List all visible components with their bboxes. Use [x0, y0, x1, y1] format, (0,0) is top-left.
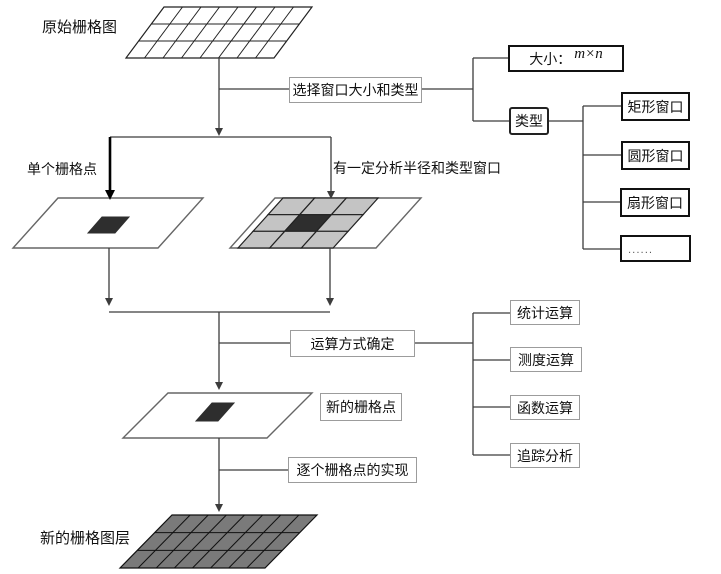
box-new-cell: 新的栅格点 — [320, 393, 402, 421]
box-measure-op: 测度运算 — [510, 347, 582, 372]
box-type: 类型 — [509, 107, 549, 135]
box-trace-op: 追踪分析 — [510, 443, 580, 468]
box-per-cell: 逐个栅格点的实现 — [288, 457, 417, 483]
label-original-raster: 原始栅格图 — [42, 18, 118, 36]
label-new-raster-layer: 新的栅格图层 — [40, 529, 131, 547]
new-cell-plane — [121, 392, 314, 439]
box-select-window: 选择窗口大小和类型 — [289, 77, 422, 103]
label-radius-window: 有一定分析半径和类型窗口 — [333, 161, 501, 177]
box-operation: 运算方式确定 — [290, 330, 415, 357]
box-stat-op: 统计运算 — [510, 300, 580, 325]
box-sector-window: 扇形窗口 — [620, 188, 690, 217]
box-rect-window: 矩形窗口 — [621, 92, 690, 121]
connector-lines — [108, 57, 621, 505]
arrowheads — [105, 128, 335, 512]
box-size: 大小：m×n — [508, 45, 624, 72]
box-ellipsis: ...... — [620, 235, 691, 262]
size-math: m×n — [574, 46, 603, 62]
single-cell-plane — [11, 197, 205, 249]
label-single-cell: 单个栅格点 — [27, 162, 97, 178]
box-circle-window: 圆形窗口 — [621, 141, 690, 170]
bottom-raster-grid — [118, 514, 319, 569]
box-function-op: 函数运算 — [510, 395, 580, 420]
size-prefix: 大小： — [529, 51, 572, 68]
top-raster-grid — [124, 6, 314, 59]
window-plane — [228, 197, 423, 249]
